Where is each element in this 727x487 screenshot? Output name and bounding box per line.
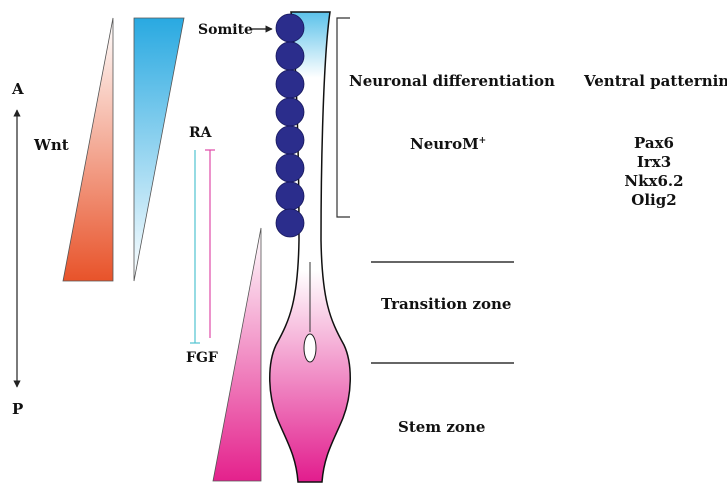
somite	[276, 14, 304, 42]
gene-olig2: Olig2	[631, 191, 676, 209]
posterior-label: P	[12, 400, 23, 418]
differentiation-bracket	[337, 18, 350, 217]
anterior-gradient-triangle	[134, 18, 184, 281]
posterior-gradient-triangle	[213, 228, 261, 481]
somite	[276, 42, 304, 70]
fgf-signal-line	[205, 150, 215, 338]
somite	[276, 182, 304, 210]
somite	[276, 98, 304, 126]
ra-signal-line	[190, 150, 200, 343]
neural-tube-node	[304, 334, 316, 362]
gene-nkx6-2: Nkx6.2	[624, 172, 683, 190]
somite	[276, 209, 304, 237]
gene-pax6: Pax6	[634, 134, 674, 152]
somite	[276, 126, 304, 154]
somite	[276, 154, 304, 182]
neurom-label: NeuroM+	[410, 135, 486, 153]
transition-zone-label: Transition zone	[381, 295, 511, 313]
anterior-posterior-axis: A P	[11, 80, 24, 418]
ventral-patterning-title: Ventral patterning	[583, 72, 727, 90]
somite	[276, 70, 304, 98]
anterior-label: A	[11, 80, 24, 98]
stem-zone-label: Stem zone	[398, 418, 485, 436]
somite-label: Somite	[198, 22, 253, 38]
ra-label: RA	[189, 125, 213, 141]
wnt-label: Wnt	[33, 136, 69, 154]
neuronal-differentiation-label: Neuronal differentiation	[349, 72, 555, 90]
fgf-label: FGF	[186, 350, 218, 366]
gene-irx3: Irx3	[637, 153, 671, 171]
wnt-gradient-triangle	[63, 18, 113, 281]
